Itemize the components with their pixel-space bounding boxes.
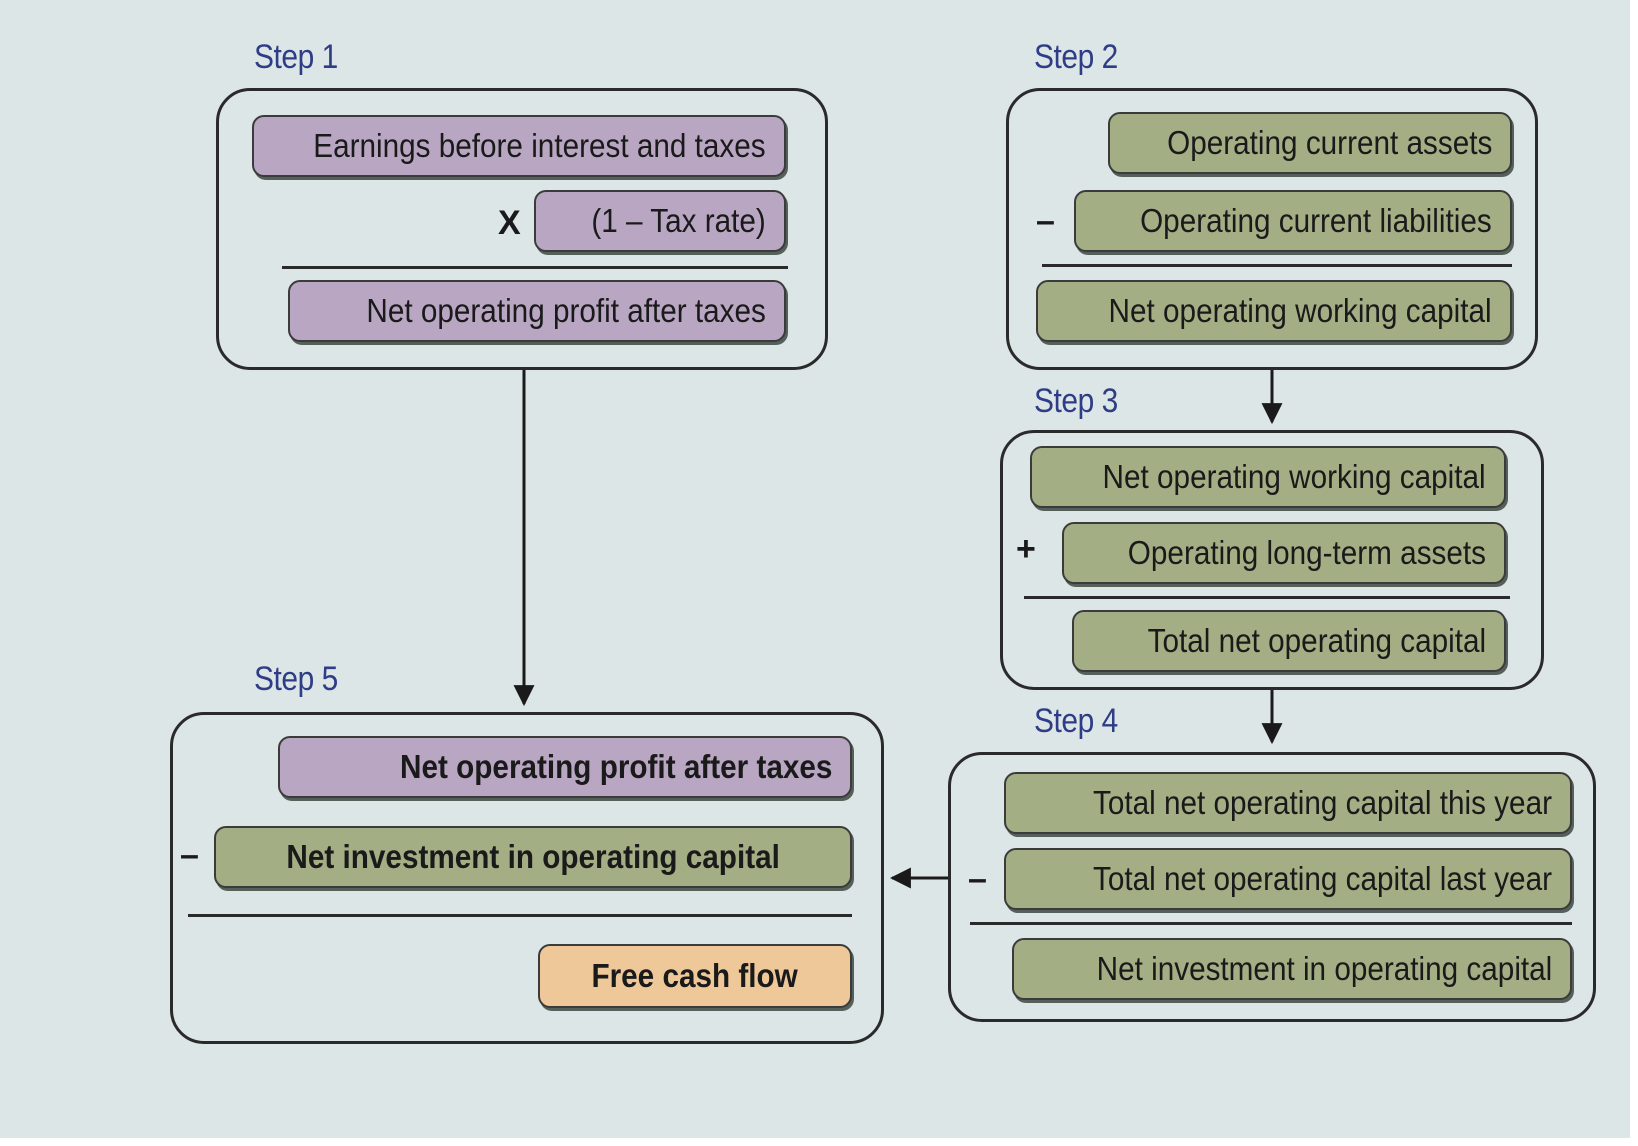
minus-operator-step2: – bbox=[1036, 202, 1055, 240]
net-investment-label-step5: Net investment in operating capital bbox=[286, 838, 780, 875]
net-investment-label-step4: Net investment in operating capital bbox=[1096, 950, 1552, 987]
ebit-label: Earnings before interest and taxes bbox=[313, 127, 766, 164]
step-1-label: Step 1 bbox=[254, 38, 338, 76]
free-cash-flow-box: Free cash flow bbox=[538, 944, 852, 1008]
operating-current-assets-box: Operating current assets bbox=[1108, 112, 1512, 174]
tnoc-last-year-box: Total net operating capital last year bbox=[1004, 848, 1572, 910]
net-investment-box-step5: Net investment in operating capital bbox=[214, 826, 852, 888]
tnoc-last-year-label: Total net operating capital last year bbox=[1093, 860, 1552, 897]
total-net-operating-capital-label: Total net operating capital bbox=[1147, 622, 1486, 659]
nowc-label-step2: Net operating working capital bbox=[1108, 292, 1492, 329]
step-2-group bbox=[1006, 88, 1538, 370]
step-2-divider bbox=[1042, 264, 1512, 267]
nowc-box-step2: Net operating working capital bbox=[1036, 280, 1512, 342]
free-cash-flow-label: Free cash flow bbox=[591, 957, 799, 994]
ebit-box: Earnings before interest and taxes bbox=[252, 115, 786, 177]
tnoc-this-year-label: Total net operating capital this year bbox=[1093, 784, 1552, 821]
nopat-box-step5: Net operating profit after taxes bbox=[278, 736, 852, 798]
step-5-group bbox=[170, 712, 884, 1044]
net-investment-box-step4: Net investment in operating capital bbox=[1012, 938, 1572, 1000]
minus-operator-step5: – bbox=[180, 836, 199, 874]
tax-rate-box: (1 – Tax rate) bbox=[534, 190, 786, 252]
step-4-divider bbox=[970, 922, 1572, 925]
plus-operator-step3: + bbox=[1016, 530, 1036, 568]
nopat-label: Net operating profit after taxes bbox=[366, 292, 766, 329]
nowc-label-step3: Net operating working capital bbox=[1102, 458, 1486, 495]
step-5-label: Step 5 bbox=[254, 660, 338, 698]
step-4-label: Step 4 bbox=[1034, 702, 1118, 740]
step-1-divider bbox=[282, 266, 788, 269]
operating-current-assets-label: Operating current assets bbox=[1166, 124, 1492, 161]
minus-operator-step4: – bbox=[968, 860, 987, 898]
operating-long-term-assets-box: Operating long-term assets bbox=[1062, 522, 1506, 584]
step-1-group bbox=[216, 88, 828, 370]
tax-rate-label: (1 – Tax rate) bbox=[591, 202, 766, 239]
operating-long-term-assets-label: Operating long-term assets bbox=[1127, 534, 1486, 571]
nowc-box-step3: Net operating working capital bbox=[1030, 446, 1506, 508]
step-2-label: Step 2 bbox=[1034, 38, 1118, 76]
step-3-label: Step 3 bbox=[1034, 382, 1118, 420]
step-5-divider bbox=[188, 914, 852, 917]
tnoc-this-year-box: Total net operating capital this year bbox=[1004, 772, 1572, 834]
multiply-operator: X bbox=[498, 204, 521, 242]
operating-current-liabilities-box: Operating current liabilities bbox=[1074, 190, 1512, 252]
operating-current-liabilities-label: Operating current liabilities bbox=[1140, 202, 1492, 239]
step-4-group bbox=[948, 752, 1596, 1022]
step-3-group bbox=[1000, 430, 1544, 690]
total-net-operating-capital-box: Total net operating capital bbox=[1072, 610, 1506, 672]
step-3-divider bbox=[1024, 596, 1510, 599]
nopat-box: Net operating profit after taxes bbox=[288, 280, 786, 342]
nopat-label-step5: Net operating profit after taxes bbox=[399, 748, 832, 785]
